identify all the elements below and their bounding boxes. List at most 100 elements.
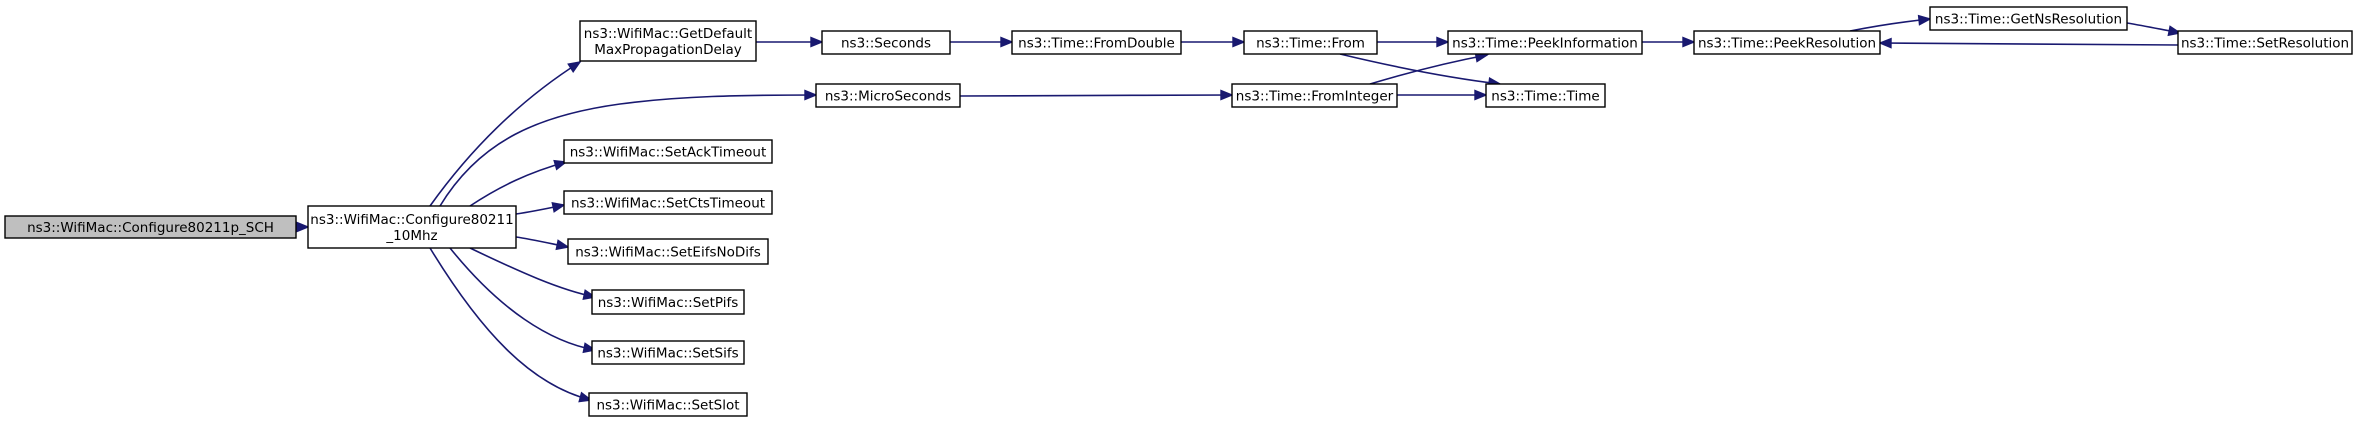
node-box: [1447, 30, 1643, 55]
edge-configure-10mhz-to-micro-seconds: [439, 89, 818, 207]
node-box: [579, 20, 757, 62]
node-label: ns3::WifiMac::Configure80211p_SCH: [27, 220, 274, 236]
edge-configure-10mhz-to-set-cts-timeout: [515, 201, 566, 215]
edge-time-peek-information-to-time-peek-resolution: [1642, 36, 1696, 48]
edge-line: [959, 94, 1233, 97]
edges-layer: [293, 14, 2182, 403]
node-box: [1231, 83, 1398, 108]
node-set-slot[interactable]: ns3::WifiMac::SetSlot: [588, 392, 748, 417]
arrowhead: [810, 36, 824, 48]
arrowhead: [1232, 36, 1246, 48]
node-box: [588, 392, 748, 417]
node-label: ns3::WifiMac::GetDefault: [584, 26, 752, 42]
node-box: [815, 83, 961, 108]
arrowhead: [804, 89, 818, 101]
node-time-time[interactable]: ns3::Time::Time: [1485, 83, 1606, 108]
node-box: [307, 205, 517, 249]
node-box: [1485, 83, 1606, 108]
node-box: [563, 190, 773, 215]
edge-time-peek-resolution-to-time-get-ns-resolution: [1849, 14, 1932, 32]
node-label: ns3::Time::SetResolution: [2181, 36, 2349, 52]
node-time-peek-information[interactable]: ns3::Time::PeekInformation: [1447, 30, 1643, 55]
arrowhead: [1682, 36, 1696, 48]
edge-time-from-integer-to-time-time: [1396, 89, 1488, 101]
node-configure-10mhz[interactable]: ns3::WifiMac::Configure80211_10Mhz: [307, 205, 517, 249]
edge-line: [1879, 42, 2179, 46]
edge-time-set-resolution-to-time-peek-resolution: [1878, 37, 2179, 49]
edge-line: [469, 247, 596, 298]
node-box: [1929, 6, 2128, 31]
node-box: [567, 238, 769, 265]
node-label: ns3::Time::FromDouble: [1018, 36, 1175, 52]
edge-line: [429, 61, 581, 207]
arrowhead: [1436, 36, 1450, 48]
node-label: ns3::WifiMac::SetCtsTimeout: [571, 196, 765, 212]
node-time-peek-resolution[interactable]: ns3::Time::PeekResolution: [1693, 30, 1881, 55]
node-label: ns3::WifiMac::SetSifs: [597, 346, 738, 362]
node-box: [4, 215, 297, 239]
node-time-from-integer[interactable]: ns3::Time::FromInteger: [1231, 83, 1398, 108]
node-seconds[interactable]: ns3::Seconds: [821, 30, 951, 55]
arrowhead: [1917, 14, 1932, 26]
edge-time-from-integer-to-time-peek-information: [1369, 51, 1489, 85]
arrowhead: [567, 61, 582, 73]
edge-configure-10mhz-to-set-eifs-no-difs: [515, 236, 570, 251]
node-set-cts-timeout[interactable]: ns3::WifiMac::SetCtsTimeout: [563, 190, 773, 215]
edge-line: [429, 247, 592, 401]
node-label: ns3::MicroSeconds: [825, 89, 951, 105]
node-get-default-max-prop[interactable]: ns3::WifiMac::GetDefaultMaxPropagationDe…: [579, 20, 757, 62]
arrowhead: [1000, 36, 1014, 48]
edge-time-from-double-to-time-from: [1181, 36, 1246, 48]
arrowhead: [1878, 37, 1892, 49]
node-set-eifs-no-difs[interactable]: ns3::WifiMac::SetEifsNoDifs: [567, 238, 769, 265]
arrowhead: [555, 239, 570, 251]
node-box: [591, 340, 745, 365]
edge-configure-10mhz-to-set-slot: [429, 247, 593, 403]
edge-line: [449, 247, 596, 351]
edge-seconds-to-time-from-double: [950, 36, 1014, 48]
node-label: ns3::WifiMac::SetPifs: [598, 295, 739, 311]
arrowhead: [551, 201, 566, 213]
node-label: ns3::WifiMac::Configure80211: [310, 212, 513, 228]
node-box: [591, 289, 745, 315]
node-label: ns3::Time::PeekInformation: [1452, 36, 1638, 52]
node-set-ack-timeout[interactable]: ns3::WifiMac::SetAckTimeout: [563, 139, 773, 164]
node-time-from-double[interactable]: ns3::Time::FromDouble: [1011, 30, 1182, 55]
edge-configure-10mhz-to-set-ack-timeout: [469, 159, 568, 207]
edge-get-default-max-prop-to-seconds: [756, 36, 824, 48]
edge-line: [439, 94, 817, 207]
arrowhead: [296, 221, 310, 233]
edge-time-get-ns-resolution-to-time-set-resolution: [2126, 22, 2182, 37]
arrowhead: [2167, 25, 2182, 37]
node-set-sifs[interactable]: ns3::WifiMac::SetSifs: [591, 340, 745, 365]
node-configure-sch: ns3::WifiMac::Configure80211p_SCH: [4, 215, 297, 239]
node-label: ns3::WifiMac::SetSlot: [596, 398, 739, 414]
arrowhead: [578, 391, 593, 403]
edge-configure-10mhz-to-get-default-max-prop: [429, 61, 582, 207]
edge-micro-seconds-to-time-from-integer: [959, 89, 1234, 101]
node-label: MaxPropagationDelay: [594, 42, 742, 58]
edge-line: [1339, 53, 1501, 85]
node-label: _10Mhz: [385, 228, 437, 244]
node-time-get-ns-resolution[interactable]: ns3::Time::GetNsResolution: [1929, 6, 2128, 31]
edge-line: [1849, 18, 1931, 32]
node-label: ns3::Time::GetNsResolution: [1935, 12, 2122, 28]
arrowhead: [1220, 89, 1234, 101]
node-box: [2177, 30, 2353, 55]
node-time-set-resolution[interactable]: ns3::Time::SetResolution: [2177, 30, 2353, 55]
node-label: ns3::Seconds: [841, 36, 931, 52]
node-label: ns3::WifiMac::SetAckTimeout: [570, 145, 767, 161]
node-box: [821, 30, 951, 55]
edge-time-from-to-time-peek-information: [1377, 36, 1450, 48]
node-box: [1693, 30, 1881, 55]
node-micro-seconds[interactable]: ns3::MicroSeconds: [815, 83, 961, 108]
edge-line: [469, 161, 567, 207]
node-set-pifs[interactable]: ns3::WifiMac::SetPifs: [591, 289, 745, 315]
arrowhead: [553, 159, 568, 171]
node-label: ns3::Time::PeekResolution: [1698, 36, 1876, 52]
node-time-from[interactable]: ns3::Time::From: [1243, 30, 1378, 55]
node-box: [1243, 30, 1378, 55]
arrowhead: [1474, 89, 1488, 101]
